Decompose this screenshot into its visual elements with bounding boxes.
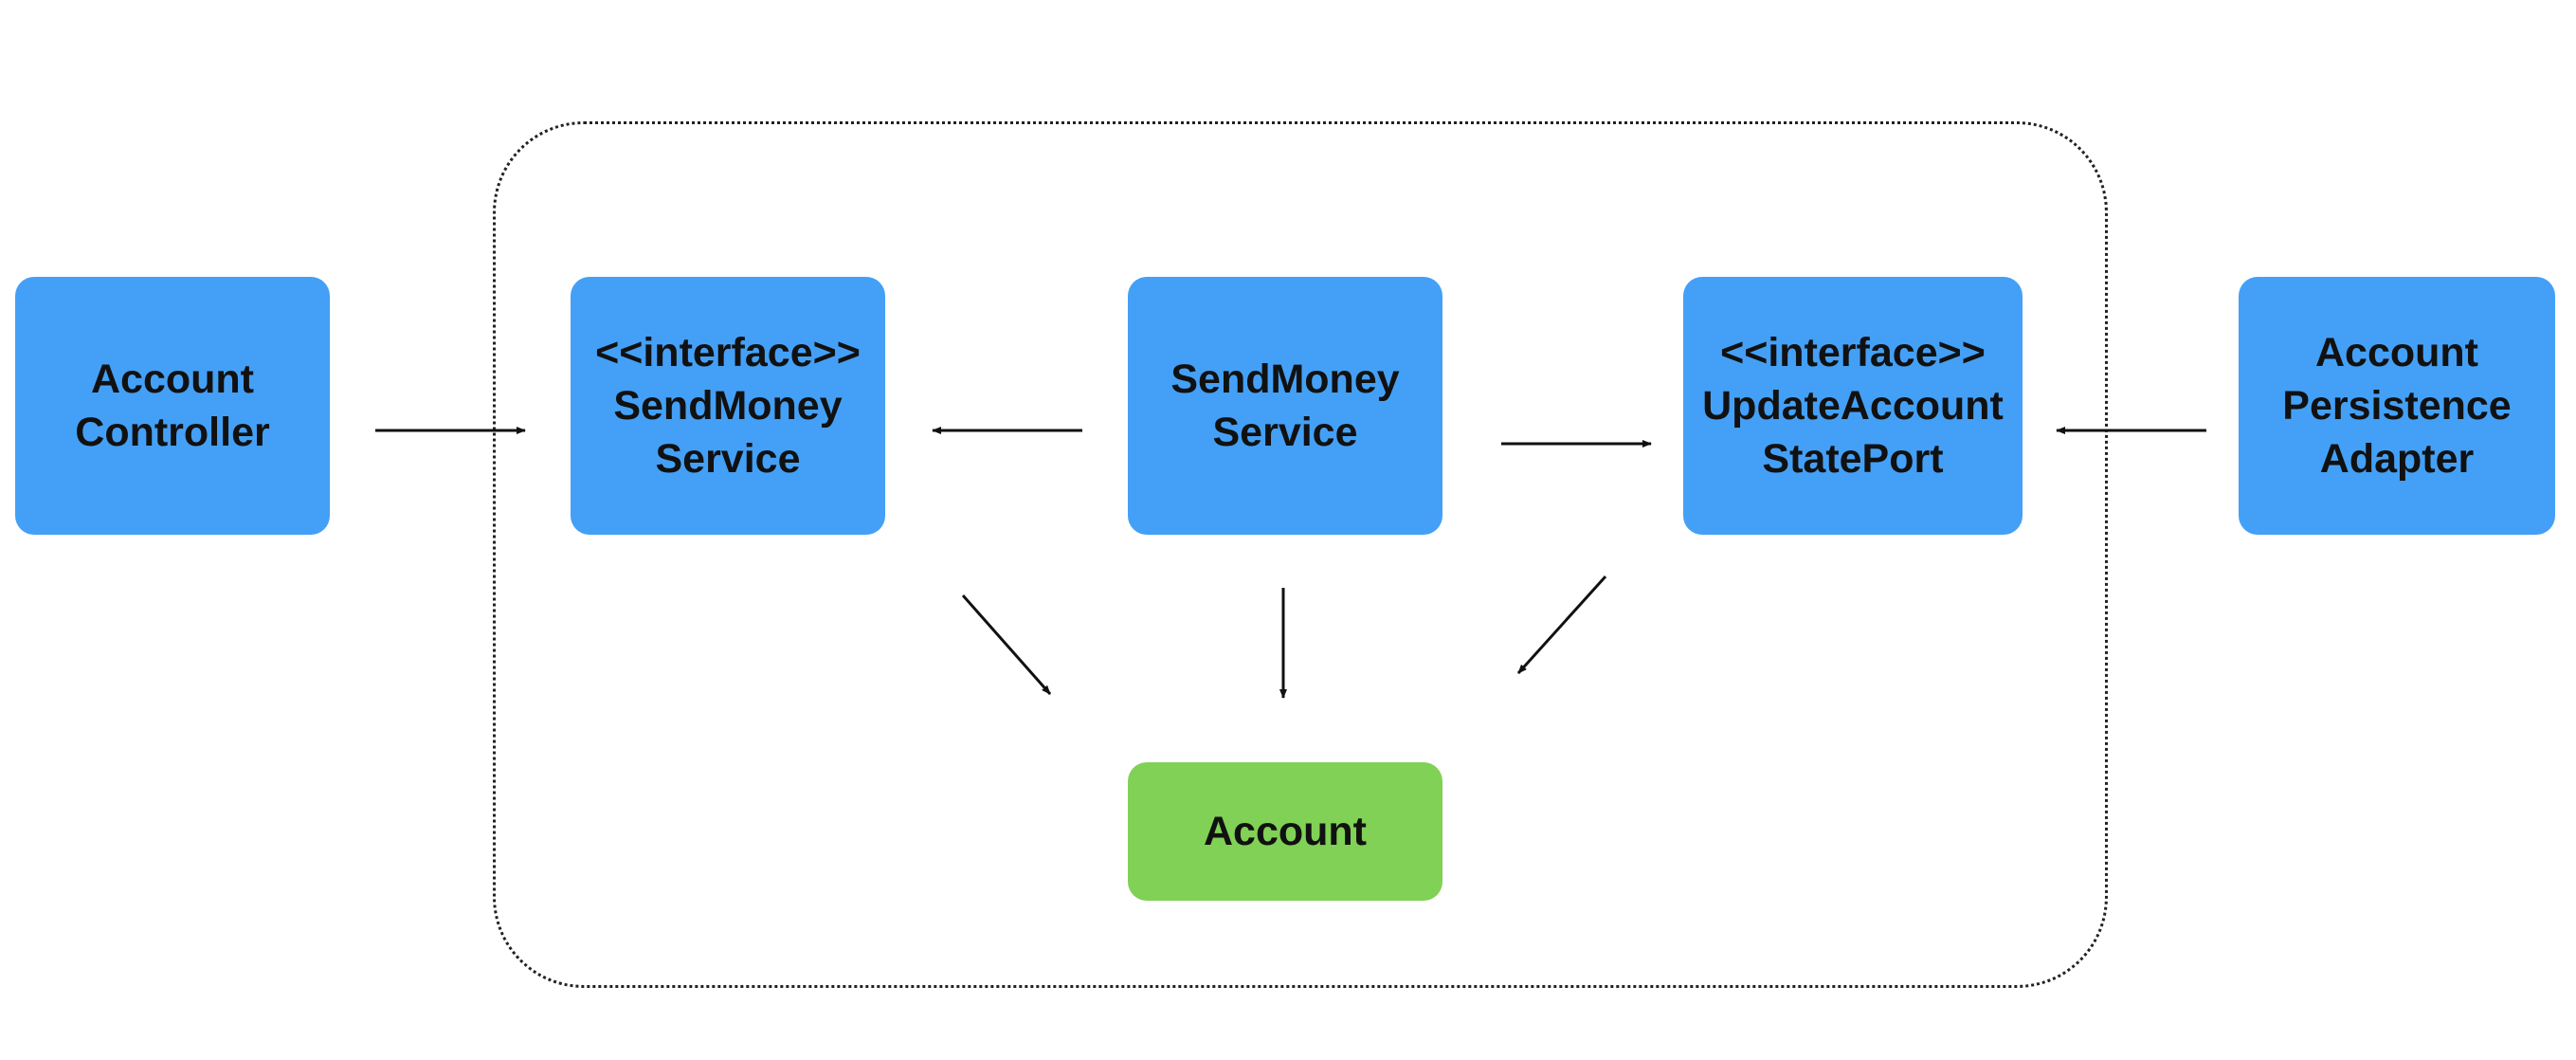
account-controller-node[interactable]: Account Controller xyxy=(15,277,330,535)
account-entity-node[interactable]: Account xyxy=(1128,762,1442,901)
account-controller-label: Account Controller xyxy=(75,356,270,455)
update-account-state-port-label: <<interface>> UpdateAccount StatePort xyxy=(1702,330,2004,482)
account-entity-label: Account xyxy=(1204,809,1367,854)
send-money-service-node[interactable]: SendMoney Service xyxy=(1128,277,1442,535)
arrow-port-to-account xyxy=(1516,575,1607,675)
arrow-usecase-to-account xyxy=(961,594,1052,695)
send-money-usecase-interface-node[interactable]: <<interface>> SendMoney Service xyxy=(571,277,885,535)
application-core-boundary xyxy=(493,121,2108,988)
send-money-service-label: SendMoney Service xyxy=(1170,356,1400,455)
send-money-usecase-interface-label: <<interface>> SendMoney Service xyxy=(595,330,861,482)
account-persistence-adapter-label: Account Persistence Adapter xyxy=(2282,330,2512,482)
update-account-state-port-node[interactable]: <<interface>> UpdateAccount StatePort xyxy=(1683,277,2023,535)
account-persistence-adapter-node[interactable]: Account Persistence Adapter xyxy=(2239,277,2555,535)
